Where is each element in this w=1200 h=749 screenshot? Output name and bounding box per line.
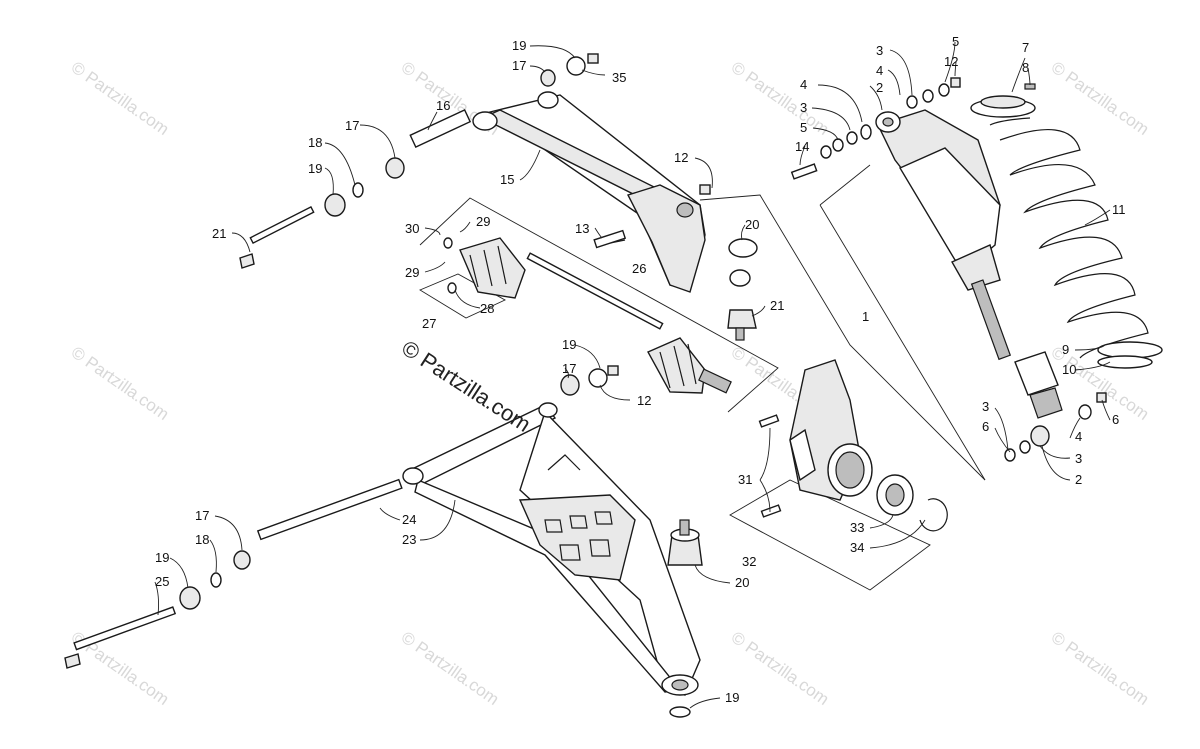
- shock-absorber: [875, 109, 1063, 419]
- callout-label: 20: [735, 575, 749, 590]
- spindle-knuckle: [758, 359, 948, 532]
- callout-label: 19: [512, 38, 526, 53]
- callout-label: 19: [562, 337, 576, 352]
- callout-label: 3: [982, 399, 989, 414]
- upper-a-arm: [472, 91, 706, 293]
- callout-label: 29: [405, 265, 419, 280]
- callout-label: 19: [308, 161, 322, 176]
- watermark: © Partzilla.com: [68, 343, 173, 424]
- lower-a-arm: [402, 402, 701, 696]
- callout-label: 20: [745, 217, 759, 232]
- callout-label: 6: [982, 419, 989, 434]
- callout-labels: 19 17 35 16 17 18 19 21 15 12 13 20 30 2…: [155, 34, 1126, 705]
- group-outlines: [419, 164, 986, 591]
- group-outline-15: [699, 194, 986, 481]
- callout-label: 29: [476, 214, 490, 229]
- callout-label: 34: [850, 540, 864, 555]
- leader-lines: [154, 41, 1111, 709]
- callout-label: 21: [212, 226, 226, 241]
- callout-label: 28: [480, 301, 494, 316]
- callout-label: 6: [1112, 412, 1119, 427]
- watermark: © Partzilla.com: [398, 628, 503, 709]
- callout-label: 35: [612, 70, 626, 85]
- callout-label: 27: [422, 316, 436, 331]
- callout-label: 4: [800, 77, 807, 92]
- callout-label: 3: [800, 100, 807, 115]
- callout-label: 12: [674, 150, 688, 165]
- center-watermark: © Partzilla.com: [397, 335, 535, 437]
- callout-label: 14: [795, 139, 809, 154]
- callout-label: 24: [402, 512, 416, 527]
- callout-label: 5: [952, 34, 959, 49]
- callout-label: 18: [308, 135, 322, 150]
- watermark: © Partzilla.com: [728, 628, 833, 709]
- callout-label: 4: [876, 63, 883, 78]
- callout-label: 15: [500, 172, 514, 187]
- callout-label: 12: [637, 393, 651, 408]
- callout-label: 31: [738, 472, 752, 487]
- callout-label: 18: [195, 532, 209, 547]
- callout-label: 3: [876, 43, 883, 58]
- callout-label: 9: [1062, 342, 1069, 357]
- callout-label: 17: [345, 118, 359, 133]
- callout-label: 30: [405, 221, 419, 236]
- callout-label: 1: [862, 309, 869, 324]
- coil-spring: [970, 83, 1163, 369]
- group-outline-32: [729, 479, 931, 591]
- callout-label: 19: [155, 550, 169, 565]
- callout-label: 3: [1075, 451, 1082, 466]
- callout-label: 23: [402, 532, 416, 547]
- callout-label: 10: [1062, 362, 1076, 377]
- callout-label: 19: [725, 690, 739, 705]
- callout-label: 16: [436, 98, 450, 113]
- callout-label: 11: [1112, 202, 1126, 217]
- group-outline-26: [419, 197, 779, 413]
- callout-label: 17: [512, 58, 526, 73]
- callout-label: 26: [632, 261, 646, 276]
- callout-label: 5: [800, 120, 807, 135]
- callout-label: 33: [850, 520, 864, 535]
- callout-label: 17: [562, 361, 576, 376]
- group-outline-27: [419, 273, 506, 319]
- lower-arm-hardware: [64, 365, 691, 718]
- callout-label: 17: [195, 508, 209, 523]
- upper-arm-hardware: [239, 53, 711, 269]
- group-outline-1: [819, 164, 986, 481]
- watermark: © Partzilla.com: [1048, 628, 1153, 709]
- watermark: © Partzilla.com: [1048, 58, 1153, 139]
- callout-label: 2: [1075, 472, 1082, 487]
- ball-joints: [667, 238, 758, 566]
- cv-axle: [443, 237, 732, 394]
- callout-label: 8: [1022, 60, 1029, 75]
- callout-label: 7: [1022, 40, 1029, 55]
- watermark: © Partzilla.com: [728, 58, 833, 139]
- callout-label: 4: [1075, 429, 1082, 444]
- shock-hardware: [790, 77, 1107, 462]
- callout-label: 21: [770, 298, 784, 313]
- callout-label: 13: [575, 221, 589, 236]
- callout-label: 32: [742, 554, 756, 569]
- callout-label: 12: [944, 54, 958, 69]
- callout-label: 25: [155, 574, 169, 589]
- watermark: © Partzilla.com: [68, 58, 173, 139]
- callout-label: 2: [876, 80, 883, 95]
